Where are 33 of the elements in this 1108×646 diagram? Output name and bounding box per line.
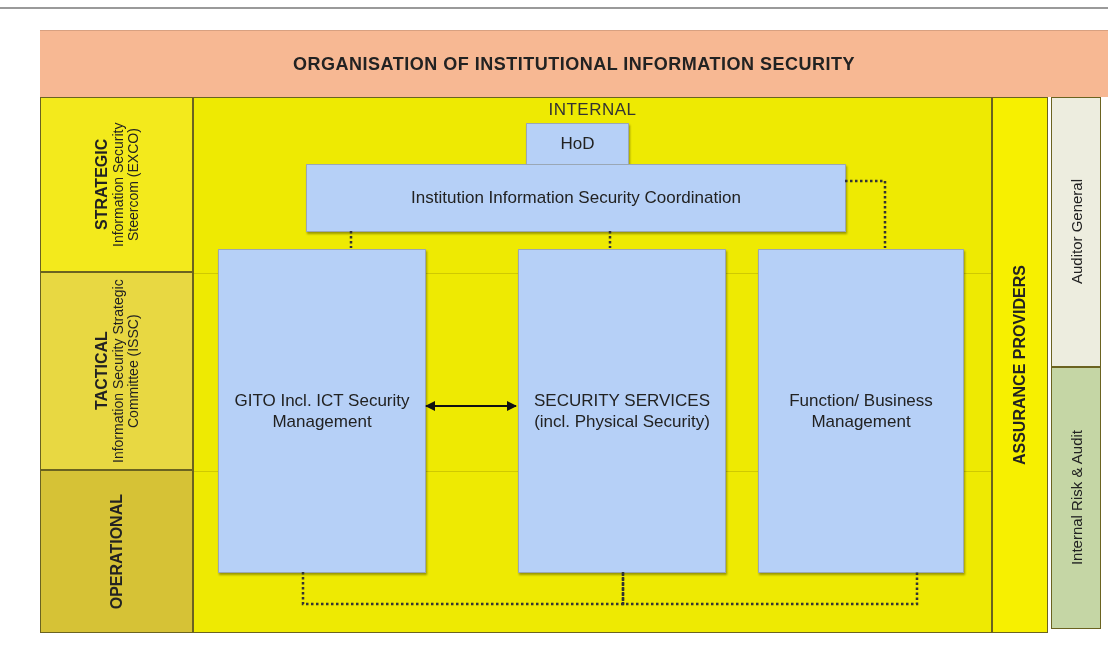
box-label: Institution Information Security Coordination: [410, 187, 742, 209]
process-box: [518, 249, 726, 573]
box-label: SECURITY SERVICES (incl. Physical Security): [532, 389, 711, 433]
box-label: GITO Incl. ICT Security Management: [233, 389, 411, 433]
band-label: ASSURANCE PROVIDERS: [1011, 265, 1029, 465]
band-label: Internal Risk & Audit: [1067, 430, 1085, 566]
level-band: [40, 272, 193, 470]
dotted-connector: [349, 231, 353, 248]
level-title: OPERATIONAL: [107, 493, 126, 610]
process-box: [526, 123, 629, 165]
level-title: STRATEGIC: [92, 138, 111, 231]
box-label: Function/ Business Management: [788, 389, 934, 433]
dotted-connector: [845, 179, 887, 248]
band-label: Auditor General: [1067, 179, 1085, 285]
provider-band: [1051, 367, 1101, 629]
level-band: [40, 470, 193, 633]
arrow: [425, 401, 517, 411]
internal-panel: [193, 97, 992, 633]
provider-band: [1051, 97, 1101, 367]
dotted-connector: [301, 572, 625, 606]
process-box: [218, 249, 426, 573]
level-band: [40, 97, 193, 272]
dotted-connector: [608, 231, 612, 248]
level-title: TACTICAL: [92, 331, 111, 411]
process-box: [306, 164, 846, 232]
title-banner: ORGANISATION OF INSTITUTIONAL INFORMATION SECURITY: [40, 30, 1108, 97]
process-box: [758, 249, 964, 573]
panel-heading: INTERNAL: [547, 100, 638, 120]
level-description: Information Security Strategic Committee (ISSC): [110, 278, 141, 465]
assurance-band: [992, 97, 1048, 633]
level-description: Information Security Steercom (EXCO): [110, 121, 141, 249]
box-label: HoD: [559, 133, 596, 155]
dotted-connector: [621, 572, 919, 606]
